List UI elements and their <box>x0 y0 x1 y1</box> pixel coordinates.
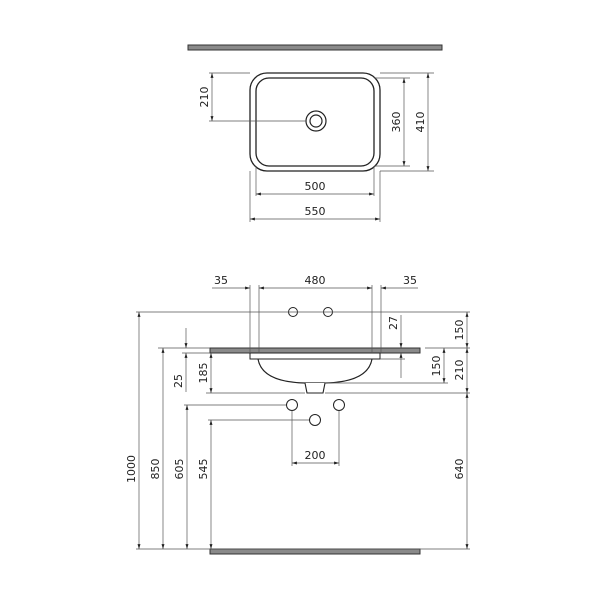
dim-150-top: 150 <box>453 320 466 341</box>
countertop-slab-top <box>187 44 443 51</box>
drain-stub <box>304 382 326 394</box>
dim-210-front: 210 <box>453 360 466 381</box>
valve-center <box>309 414 321 426</box>
top-view: 210 360 410 500 550 <box>187 44 443 222</box>
dim-605: 605 <box>173 459 186 480</box>
valve-right <box>333 399 345 411</box>
dim-545: 545 <box>197 459 210 480</box>
basin-bowl <box>257 358 373 384</box>
dim-25: 25 <box>172 374 185 388</box>
dim-27: 27 <box>387 316 400 330</box>
basin-inner-bowl <box>255 77 375 167</box>
countertop-slab-front <box>209 347 421 354</box>
dim-150-bowl: 150 <box>430 356 443 377</box>
dim-35-left: 35 <box>214 274 228 287</box>
dim-200: 200 <box>305 449 326 462</box>
drain-outer <box>305 110 327 132</box>
basin-outer-rim <box>249 72 381 172</box>
valve-left <box>286 399 298 411</box>
dim-410: 410 <box>414 112 427 133</box>
drain-inner <box>309 114 323 128</box>
dim-185: 185 <box>197 363 210 384</box>
dim-360: 360 <box>390 112 403 133</box>
dim-480: 480 <box>305 274 326 287</box>
dim-550: 550 <box>305 205 326 218</box>
dim-640: 640 <box>453 459 466 480</box>
dim-210-top: 210 <box>198 87 211 108</box>
dim-500: 500 <box>305 180 326 193</box>
floor-slab <box>209 548 421 555</box>
dim-35-right: 35 <box>403 274 417 287</box>
front-view: 35 480 35 27 150 150 210 25 185 200 1000… <box>125 274 470 555</box>
dim-1000: 1000 <box>125 455 138 483</box>
dim-850: 850 <box>149 459 162 480</box>
basin-flange <box>249 352 381 360</box>
